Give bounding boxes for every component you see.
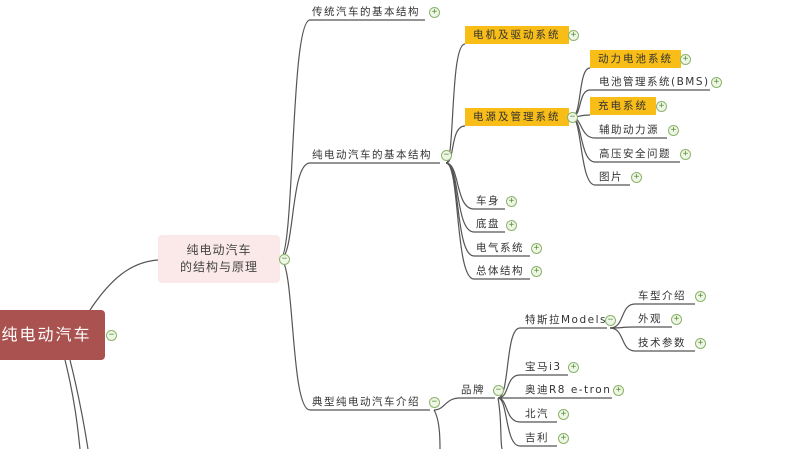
expand-icon[interactable]: + <box>680 54 691 65</box>
topic-exterior[interactable]: 外观 <box>638 313 662 325</box>
collapse-icon[interactable]: − <box>106 330 117 341</box>
topic-motor[interactable]: 电机及驱动系统 <box>465 26 569 44</box>
expand-icon[interactable]: + <box>695 291 706 302</box>
expand-icon[interactable]: + <box>631 172 642 183</box>
expand-icon[interactable]: + <box>531 243 542 254</box>
expand-icon[interactable]: + <box>568 30 579 41</box>
topic-electrical[interactable]: 电气系统 <box>476 242 524 254</box>
collapse-icon[interactable]: − <box>605 315 616 326</box>
topic-traditional[interactable]: 传统汽车的基本结构 <box>312 6 420 18</box>
topic-typical-ev[interactable]: 典型纯电动汽车介绍 <box>312 396 420 408</box>
center-line2: 的结构与原理 <box>179 260 258 274</box>
collapse-icon[interactable]: − <box>493 385 504 396</box>
topic-aux-power[interactable]: 辅助动力源 <box>599 124 659 136</box>
topic-basic-structure[interactable]: 纯电动汽车的基本结构 <box>312 149 432 161</box>
topic-tesla[interactable]: 特斯拉Models <box>525 314 607 326</box>
topic-charging[interactable]: 充电系统 <box>590 97 656 115</box>
expand-icon[interactable]: + <box>558 433 569 444</box>
topic-geely[interactable]: 吉利 <box>525 432 549 444</box>
expand-icon[interactable]: + <box>568 362 579 373</box>
expand-icon[interactable]: + <box>656 101 667 112</box>
expand-icon[interactable]: + <box>558 409 569 420</box>
collapse-icon[interactable]: − <box>441 150 452 161</box>
topic-chassis[interactable]: 底盘 <box>476 218 500 230</box>
topic-audi[interactable]: 奥迪R8 e-tron <box>525 384 612 396</box>
expand-icon[interactable]: + <box>680 149 691 160</box>
topic-brand[interactable]: 品牌 <box>461 384 485 396</box>
expand-icon[interactable]: + <box>711 77 722 88</box>
expand-icon[interactable]: + <box>695 338 706 349</box>
expand-icon[interactable]: + <box>429 7 440 18</box>
topic-specs[interactable]: 技术参数 <box>638 337 686 349</box>
topic-body[interactable]: 车身 <box>476 195 500 207</box>
collapse-icon[interactable]: − <box>429 397 440 408</box>
expand-icon[interactable]: + <box>506 196 517 207</box>
topic-power-management[interactable]: 电源及管理系统 <box>465 108 569 126</box>
collapse-icon[interactable]: − <box>279 254 290 265</box>
expand-icon[interactable]: + <box>613 385 624 396</box>
center-topic[interactable]: 纯电动汽车的结构与原理 <box>158 235 280 283</box>
topic-bms[interactable]: 电池管理系统(BMS) <box>599 76 710 88</box>
expand-icon[interactable]: + <box>668 125 679 136</box>
center-line1: 纯电动汽车 <box>186 243 252 257</box>
root-node[interactable]: 纯电动汽车 <box>0 310 105 360</box>
expand-icon[interactable]: + <box>531 266 542 277</box>
topic-overall[interactable]: 总体结构 <box>476 265 524 277</box>
topic-hv-safety[interactable]: 高压安全问题 <box>599 148 671 160</box>
collapse-icon[interactable]: − <box>567 112 578 123</box>
topic-pictures[interactable]: 图片 <box>599 171 623 183</box>
topic-models[interactable]: 车型介绍 <box>638 290 686 302</box>
topic-battery[interactable]: 动力电池系统 <box>590 50 681 68</box>
expand-icon[interactable]: + <box>506 220 517 231</box>
topic-baic[interactable]: 北汽 <box>525 408 549 420</box>
topic-bmw[interactable]: 宝马i3 <box>525 361 562 373</box>
expand-icon[interactable]: + <box>671 314 682 325</box>
